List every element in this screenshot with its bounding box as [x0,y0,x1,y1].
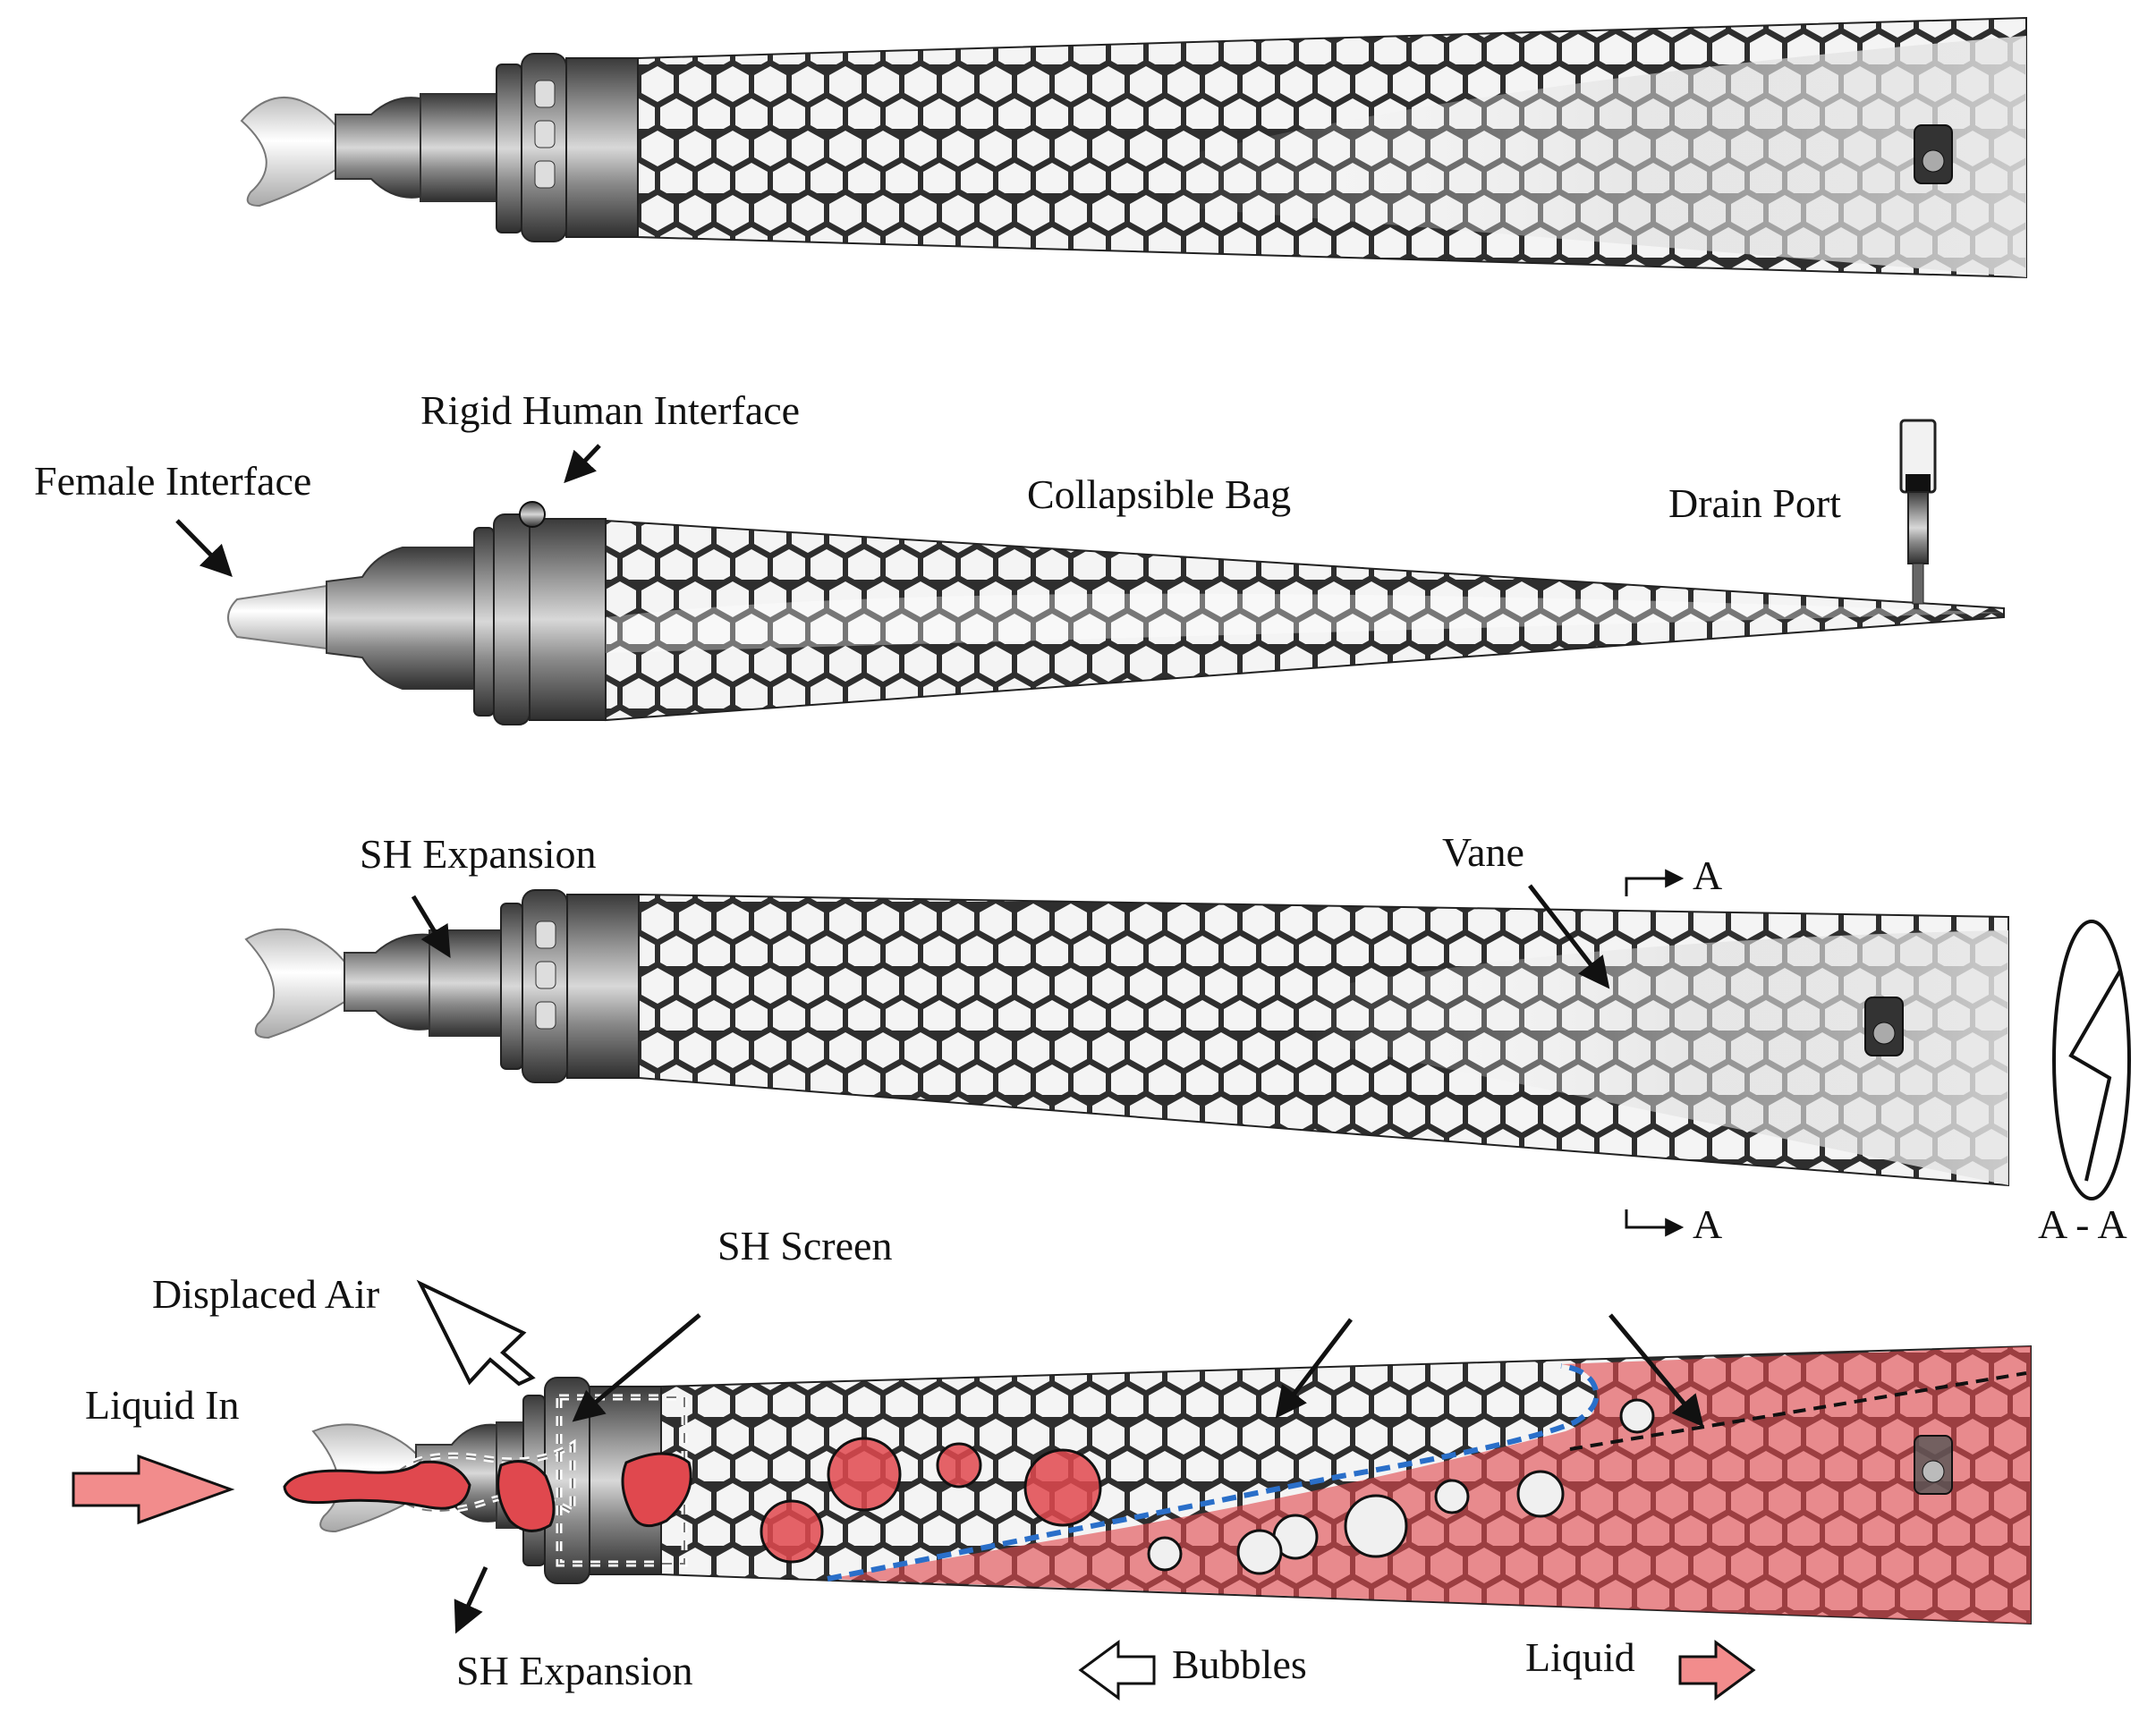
bag-assembly-expanded [244,889,2009,1187]
label-section-view: A - A [2038,1201,2127,1247]
liquid-droplet [936,1442,982,1489]
label-sh-expansion-top: SH Expansion [360,831,597,877]
label-liquid: Liquid [1525,1634,1635,1680]
label-sh-screen: SH Screen [717,1223,893,1268]
liquid-direction-arrow [1678,1640,1756,1701]
label-section-marker-top: A [1693,853,1723,898]
liquid-air-interface [827,1363,1600,1582]
liquid-droplet [1023,1448,1102,1527]
vane-dashed-line [1569,1371,2027,1451]
bag-assembly-collapsed [227,419,2005,725]
bag-assembly-filling [311,1345,2032,1625]
label-drain-port: Drain Port [1668,480,1841,526]
air-bubble [1619,1398,1655,1434]
liquid-region [828,1346,2031,1624]
bag-assembly-full [240,16,2027,279]
air-bubble [1516,1470,1565,1518]
section-view-ellipse [2052,920,2131,1200]
displaced-air-arrow [416,1279,536,1387]
label-displaced-air: Displaced Air [152,1271,380,1317]
label-sh-expansion-bottom: SH Expansion [456,1648,693,1693]
label-liquid-in: Liquid In [85,1382,240,1428]
section-cut-markers [1625,869,1685,1237]
air-bubble [1344,1494,1408,1558]
label-section-marker-bottom: A [1693,1201,1723,1247]
liquid-in-arrow [72,1454,235,1525]
bubbles-direction-arrow [1078,1640,1156,1701]
label-bubbles: Bubbles [1172,1641,1307,1687]
label-female-interface: Female Interface [34,458,312,504]
liquid-droplet [827,1437,902,1512]
air-bubble [1434,1479,1470,1514]
air-bubble [1147,1536,1183,1572]
callout-arrows [175,444,1704,1634]
liquid-slugs [283,1452,692,1532]
air-bubbles [1147,1398,1655,1575]
liquid-droplets [760,1437,1102,1564]
label-vane: Vane [1442,829,1524,875]
liquid-droplet [760,1499,824,1564]
air-bubble [1236,1529,1283,1575]
label-collapsible-bag: Collapsible Bag [1027,471,1292,517]
label-rigid-human-interface: Rigid Human Interface [420,387,801,433]
